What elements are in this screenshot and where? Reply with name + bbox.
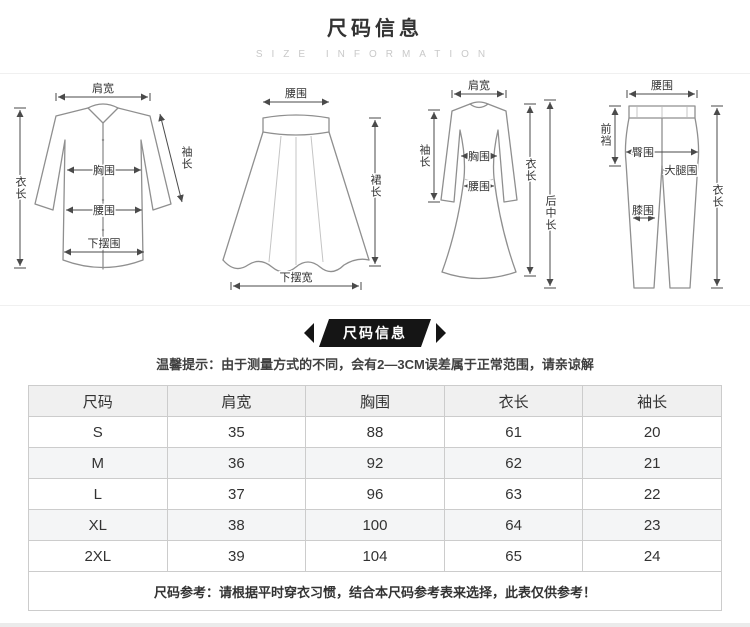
pants-knee-label: 膝围 (632, 204, 654, 217)
table-cell: 63 (443, 478, 584, 510)
shirt-waist-label: 腰围 (93, 204, 115, 217)
size-reference-note: 尺码参考：请根据平时穿衣习惯，结合本尺码参考表来选择，此表仅供参考！ (28, 571, 722, 611)
pants-outline (624, 105, 700, 289)
table-cell: 21 (582, 447, 722, 479)
ribbon-left-triangle-icon (304, 323, 314, 343)
footer-row: 尺码参考：请根据平时穿衣习惯，结合本尺码参考表来选择，此表仅供参考！ (28, 571, 722, 611)
dress-length-label: 衣长 (524, 157, 537, 182)
table-cell: 88 (305, 416, 445, 448)
table-cell: 37 (166, 478, 307, 510)
table-cell: 22 (582, 478, 722, 510)
size-row-s: S 35 88 61 20 (28, 416, 722, 448)
table-cell: 20 (582, 416, 722, 448)
table-cell: 39 (166, 540, 307, 572)
shirt-diagram: 肩宽 衣长 袖长 胸围 腰围 下摆围 (13, 80, 194, 270)
bottom-divider (0, 623, 750, 627)
dress-waist-label: 腰围 (468, 180, 490, 193)
size-label-cell: M (28, 447, 168, 479)
pants-hip-label: 臀围 (632, 146, 654, 159)
size-row-l: L 37 96 63 22 (28, 478, 722, 510)
shirt-length-label: 衣长 (14, 175, 27, 200)
shirt-bust-label: 胸围 (93, 163, 115, 177)
size-label-cell: 2XL (28, 540, 168, 572)
table-cell: 92 (305, 447, 445, 479)
garment-diagrams: 肩宽 衣长 袖长 胸围 腰围 下摆围 (0, 73, 750, 306)
table-cell: 62 (443, 447, 584, 479)
measurement-note: 温馨提示：由于测量方式的不同，会有2—3CM误差属于正常范围，请亲谅解 (156, 357, 594, 372)
table-cell: 24 (582, 540, 722, 572)
shirt-sleeve-label: 袖长 (180, 145, 193, 170)
dress-bust-label: 胸围 (468, 149, 490, 163)
size-table-header: 尺码 肩宽 胸围 衣长 袖长 (28, 385, 722, 417)
pants-waist-label: 腰围 (651, 79, 673, 92)
shirt-outline (34, 103, 172, 270)
dress-dimensions: 肩宽 袖长 胸围 腰围 衣长 后中长 (417, 78, 558, 289)
table-cell: 65 (443, 540, 584, 572)
shirt-hem-label: 下摆围 (88, 236, 121, 250)
table-cell: 61 (443, 416, 584, 448)
size-table-body: S 35 88 61 20 M 36 92 62 21 L 37 96 63 2… (28, 416, 722, 572)
pants-thigh-label: 大腿围 (665, 163, 698, 177)
section-banner: 尺码信息 (0, 319, 750, 347)
skirt-diagram: 腰围 裙长 下摆宽 (222, 86, 381, 290)
column-header-length: 衣长 (443, 385, 584, 417)
table-cell: 104 (305, 540, 445, 572)
dress-diagram: 肩宽 袖长 胸围 腰围 衣长 后中长 (417, 78, 558, 289)
shirt-shoulder-label: 肩宽 (92, 81, 114, 95)
ribbon-right-triangle-icon (436, 323, 446, 343)
table-cell: 100 (305, 509, 445, 541)
page-title: 尺码信息 (327, 18, 423, 40)
table-cell: 35 (166, 416, 307, 448)
pants-rise-label: 前裆 (599, 122, 612, 147)
skirt-length-label: 裙长 (369, 174, 381, 198)
skirt-outline (222, 114, 370, 273)
table-cell: 96 (305, 478, 445, 510)
dress-outline (440, 101, 518, 280)
dress-sleeve-label: 袖长 (418, 143, 431, 168)
header-row: 尺码 肩宽 胸围 衣长 袖长 (28, 385, 722, 417)
dress-back-length-label: 后中长 (544, 195, 557, 231)
skirt-dimensions: 腰围 裙长 下摆宽 (230, 86, 381, 290)
table-cell: 36 (166, 447, 307, 479)
table-cell: 64 (443, 509, 584, 541)
size-table-footer: 尺码参考：请根据平时穿衣习惯，结合本尺码参考表来选择，此表仅供参考！ (28, 571, 722, 611)
size-label-cell: S (28, 416, 168, 448)
column-header-size: 尺码 (28, 385, 168, 417)
skirt-hem-label: 下摆宽 (280, 270, 313, 284)
pants-diagram: 腰围 前裆 臀围 大腿围 膝围 衣长 (598, 78, 725, 289)
pants-length-label: 衣长 (711, 183, 724, 208)
page-subtitle: SIZE INFORMATION (255, 49, 495, 60)
column-header-sleeve: 袖长 (582, 385, 722, 417)
size-label-cell: L (28, 478, 168, 510)
dress-shoulder-label: 肩宽 (468, 78, 490, 92)
shirt-dimensions: 肩宽 衣长 袖长 胸围 腰围 下摆围 (13, 80, 194, 269)
skirt-waist-label: 腰围 (285, 87, 307, 100)
size-row-xl: XL 38 100 64 23 (28, 509, 722, 541)
table-cell: 38 (166, 509, 307, 541)
section-banner-label: 尺码信息 (319, 319, 431, 347)
column-header-bust: 胸围 (305, 385, 445, 417)
size-row-2xl: 2XL 39 104 65 24 (28, 540, 722, 572)
table-cell: 23 (582, 509, 722, 541)
column-header-shoulder: 肩宽 (166, 385, 307, 417)
size-table: 尺码 肩宽 胸围 衣长 袖长 S 35 88 61 20 M 36 92 62 … (28, 385, 722, 611)
size-row-m: M 36 92 62 21 (28, 447, 722, 479)
size-label-cell: XL (28, 509, 168, 541)
pants-dimensions: 腰围 前裆 臀围 大腿围 膝围 衣长 (598, 78, 725, 289)
page-header: 尺码信息 SIZE INFORMATION (0, 0, 750, 60)
